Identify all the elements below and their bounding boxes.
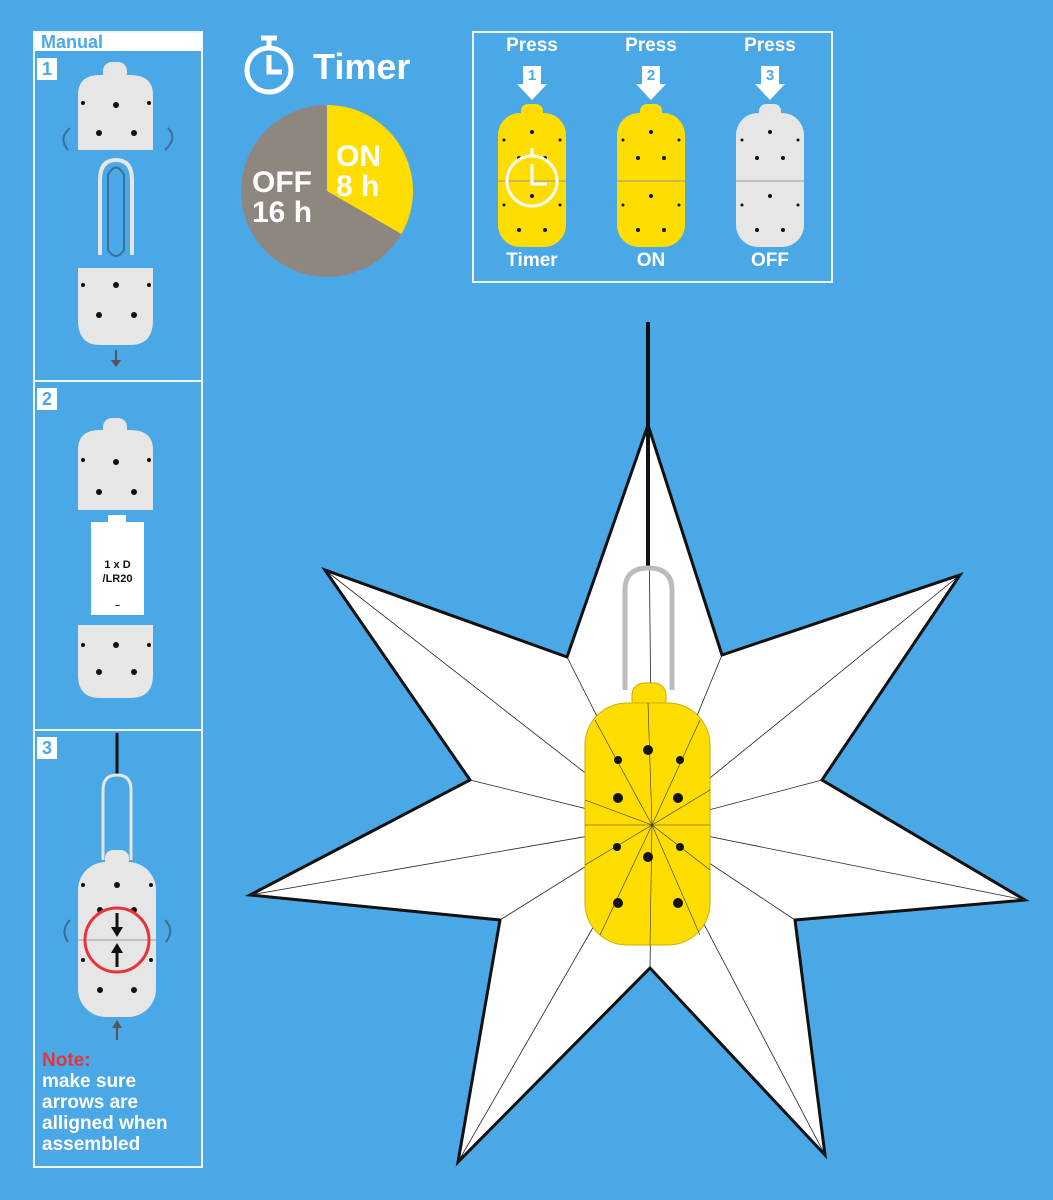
mode-lantern-1	[498, 66, 566, 247]
step2-illustration	[78, 418, 153, 698]
off-hours: 16 h	[252, 196, 313, 229]
off-label: OFF	[252, 166, 312, 199]
step-number-1: 1	[37, 58, 57, 80]
mode-lantern-2	[617, 66, 685, 247]
mode-label: ON	[636, 250, 666, 271]
battery-code: /LR20	[102, 573, 133, 585]
pie-on-slice	[327, 105, 413, 234]
press-label: Press	[625, 35, 677, 56]
note-line: alligned when	[42, 1113, 168, 1134]
on-hours: 8 h	[336, 170, 380, 203]
note-line: make sure	[42, 1071, 137, 1092]
note-label: Note:	[42, 1050, 91, 1071]
battery-label: 1 x D /LR20 –	[91, 558, 144, 612]
assembly-note: Note: make sure arrows are alligned when…	[42, 1050, 168, 1155]
timer-title: Timer	[313, 46, 411, 87]
press-label: Press	[506, 35, 558, 56]
step1-illustration	[62, 62, 174, 367]
step-number-2: 2	[37, 388, 57, 410]
star-lamp	[244, 322, 1030, 1167]
on-label: ON	[336, 140, 381, 173]
timer-pie-chart	[241, 105, 413, 277]
step-number-3: 3	[37, 737, 57, 759]
pie-on-label: ON 8 h	[336, 142, 381, 202]
manual-panel	[33, 31, 203, 1168]
stopwatch-icon	[505, 148, 559, 208]
stopwatch-icon	[244, 35, 294, 95]
note-line: assembled	[42, 1134, 141, 1155]
battery-type: 1 x D	[104, 559, 131, 571]
mode-lanterns	[498, 66, 804, 247]
note-line: arrows are	[42, 1092, 139, 1113]
press-label: Press	[744, 35, 796, 56]
hanger-loop	[622, 565, 675, 690]
mode-label: Timer	[506, 250, 558, 271]
press-number: 1	[527, 67, 537, 84]
step-divider	[33, 729, 203, 731]
press-number: 2	[646, 67, 656, 84]
press-number: 3	[765, 67, 775, 84]
mode-lantern-3	[736, 66, 804, 247]
pie-off-label: OFF 16 h	[252, 168, 312, 228]
mode-label: OFF	[751, 250, 789, 271]
alignment-circle	[83, 906, 151, 974]
step3-illustration	[63, 733, 172, 1040]
step-divider	[33, 380, 203, 382]
manual-title: Manual	[41, 32, 104, 52]
manual-header: Manual	[35, 33, 201, 51]
modes-panel	[472, 31, 833, 283]
battery-minus: –	[114, 600, 120, 610]
